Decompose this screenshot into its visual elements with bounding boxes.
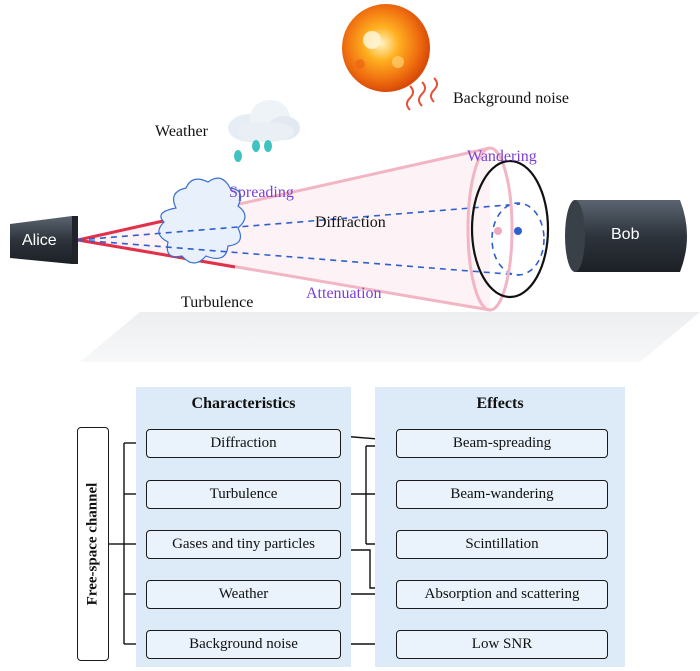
effects-header: Effects: [476, 395, 524, 412]
effect-box-scintillation: Scintillation: [396, 530, 608, 559]
beam-dash-lower: [77, 239, 521, 276]
char-box-turbulence: Turbulence: [146, 480, 341, 509]
effect-box-beam-spreading: Beam-spreading: [396, 429, 608, 458]
bob-terminal: [565, 200, 687, 272]
heat-waves-icon: [406, 77, 438, 111]
attenuation-label: Attenuation: [306, 285, 382, 302]
sun-icon: [342, 4, 430, 92]
spot-pink: [494, 227, 502, 235]
diffraction-label: Diffraction: [315, 214, 386, 231]
char-box-weather: Weather: [146, 580, 341, 609]
beam-lower-edge: [77, 238, 236, 269]
characteristics-header: Characteristics: [191, 395, 296, 412]
beam-cone: [78, 148, 490, 310]
receiver-pink-ring: [466, 146, 514, 312]
wandering-label: Wandering: [467, 148, 537, 165]
cloud-rain-icon: [228, 100, 300, 162]
char-box-diffraction: Diffraction: [146, 429, 341, 458]
weather-label: Weather: [155, 123, 208, 140]
wander-dash-ellipse: [491, 202, 545, 276]
free-space-channel-label: Free-space channel: [84, 482, 101, 606]
turbulence-label: Turbulence: [181, 294, 254, 311]
turbulence-cloud: [158, 177, 246, 264]
alice-terminal: [10, 216, 78, 264]
spreading-label: Spreading: [229, 184, 294, 201]
char-box-background-noise: Background noise: [146, 630, 341, 659]
effect-box-beam-wandering: Beam-wandering: [396, 480, 608, 509]
effect-box-absorption-scattering: Absorption and scattering: [396, 580, 608, 609]
effect-box-low-snr: Low SNR: [396, 630, 608, 659]
char-box-gases: Gases and tiny particles: [146, 530, 341, 559]
spot-blue: [514, 227, 522, 235]
alice-label: Alice: [22, 232, 57, 249]
background-noise-label: Background noise: [453, 90, 569, 107]
aperture-ring: [470, 159, 550, 299]
bob-label: Bob: [611, 226, 640, 243]
floor-plane: [80, 312, 700, 362]
beam-dash-upper: [77, 203, 521, 241]
free-space-channel-box: Free-space channel: [77, 427, 109, 661]
